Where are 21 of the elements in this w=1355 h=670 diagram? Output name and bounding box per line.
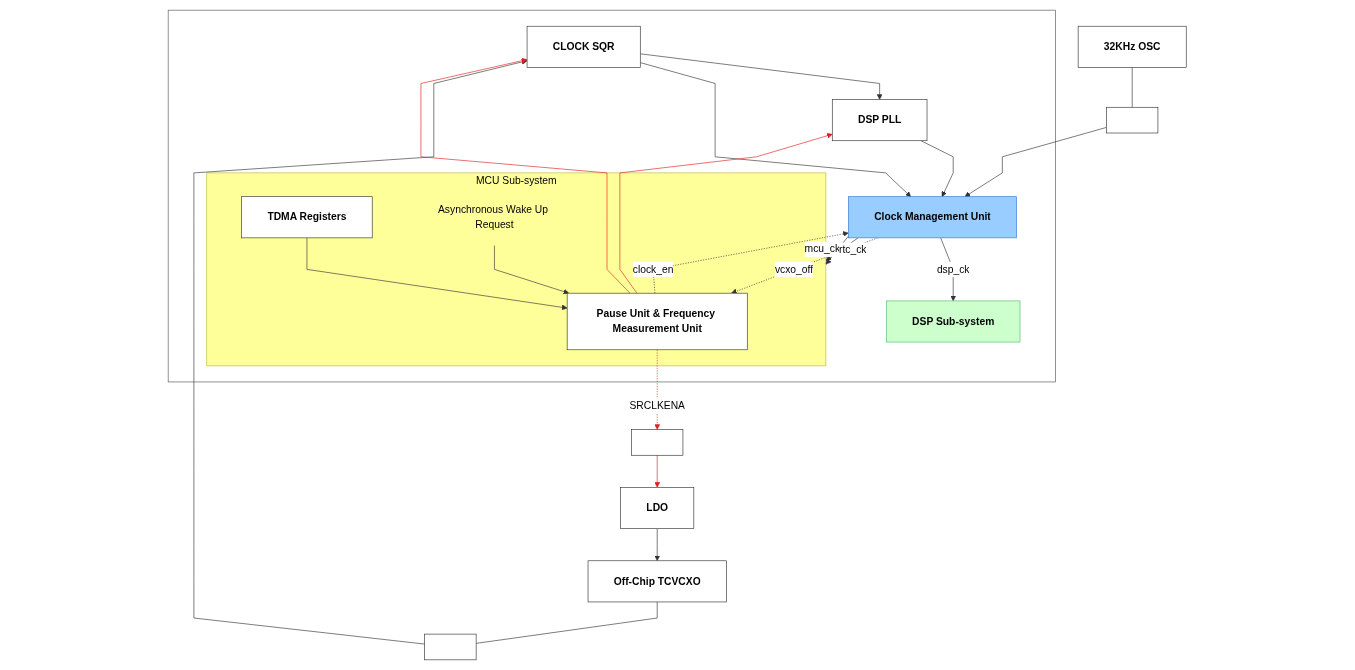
edge-label: SRCLKENA: [629, 399, 686, 411]
cluster: [168, 9, 1057, 383]
node-text: Asynchronous Wake Up Request: [438, 203, 549, 231]
node-box: 32KHz OSC: [1078, 25, 1187, 68]
node-box: Clock Management Unit: [848, 196, 1018, 239]
node-box: [424, 633, 477, 661]
edge-label: rtc_ck: [839, 244, 867, 256]
node-box: Off-Chip TCVCXO: [588, 560, 727, 603]
node-box: DSP PLL: [832, 99, 928, 142]
node-box: TDMA Registers: [241, 196, 373, 239]
node-box: [631, 429, 684, 456]
node-box: CLOCK SQR: [527, 25, 641, 68]
node-box: LDO: [620, 487, 695, 529]
edge-label: clock_en: [633, 263, 674, 275]
node-box: [1106, 106, 1159, 134]
connector: [476, 601, 658, 644]
edge-label: vcxo_off: [775, 263, 814, 275]
edge-label: dsp_ck: [937, 263, 970, 275]
connector: [1132, 67, 1133, 108]
node-box: DSP Sub-system: [886, 300, 1021, 343]
node-box: Pause Unit & Frequency Measurement Unit: [567, 292, 748, 351]
